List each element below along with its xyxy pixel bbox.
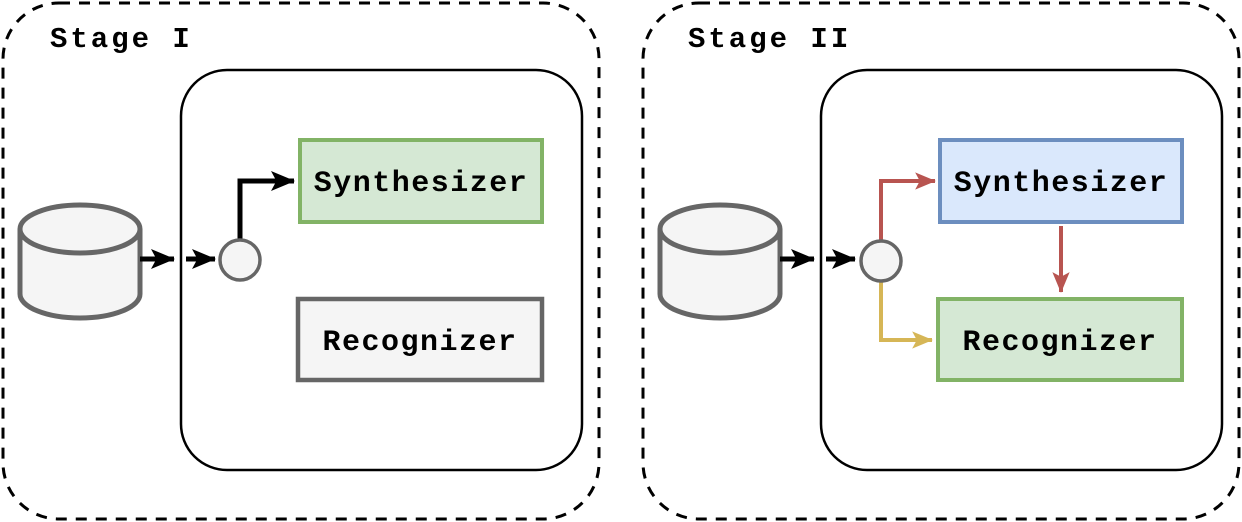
stage2-arrow-junction-to-synthesizer [879,172,936,241]
stage2-arrow-junction-to-recognizer [879,282,933,349]
stage1-arrow-junction-to-synthesizer [237,171,295,241]
stage2-synthesizer-label: Synthesizer [954,167,1169,201]
stage1-synthesizer-label: Synthesizer [314,167,529,201]
stage1-recognizer-label: Recognizer [322,326,517,360]
stage1-group: Stage I Synthesizer Recognizer [1,1,601,521]
stage2-junction-node [859,239,903,283]
stage1-synthesizer-box [298,138,544,224]
stage2-synthesizer-box [938,138,1184,224]
stage2-database-icon [657,202,783,321]
stage1-database-icon [17,202,143,321]
stage1-junction-node [218,238,262,282]
stage2-label: Stage II [688,23,851,56]
stage2-group: Stage II Synthesizer Recognizer [641,1,1241,521]
stage1-label: Stage I [50,23,193,56]
stage2-recognizer-label: Recognizer [962,326,1157,360]
stage1-recognizer-box [295,296,545,383]
stage2-recognizer-box [936,297,1184,382]
